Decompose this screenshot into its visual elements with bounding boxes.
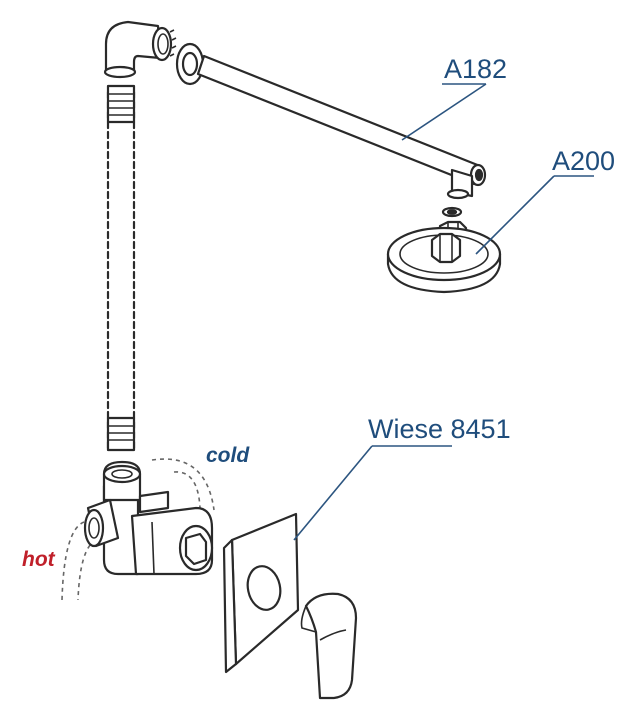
label-cold: cold	[206, 444, 250, 467]
leader-a182	[401, 83, 487, 141]
label-a182: A182	[444, 54, 507, 84]
lever-handle	[300, 592, 358, 700]
shower-head-a200	[386, 226, 502, 294]
label-hot: hot	[22, 548, 56, 571]
leader-a200	[475, 175, 555, 255]
riser-pipe	[106, 84, 136, 452]
shower-arm-a182	[175, 42, 487, 200]
mixer-valve-body	[61, 458, 215, 601]
label-a200: A200	[552, 146, 615, 176]
riser-top-thread	[106, 84, 136, 124]
cover-plate	[222, 512, 300, 674]
riser-bottom-thread	[106, 416, 136, 452]
leader-wiese	[293, 445, 373, 541]
elbow-fitting	[103, 20, 177, 79]
label-wiese-8451: Wiese 8451	[368, 414, 511, 444]
